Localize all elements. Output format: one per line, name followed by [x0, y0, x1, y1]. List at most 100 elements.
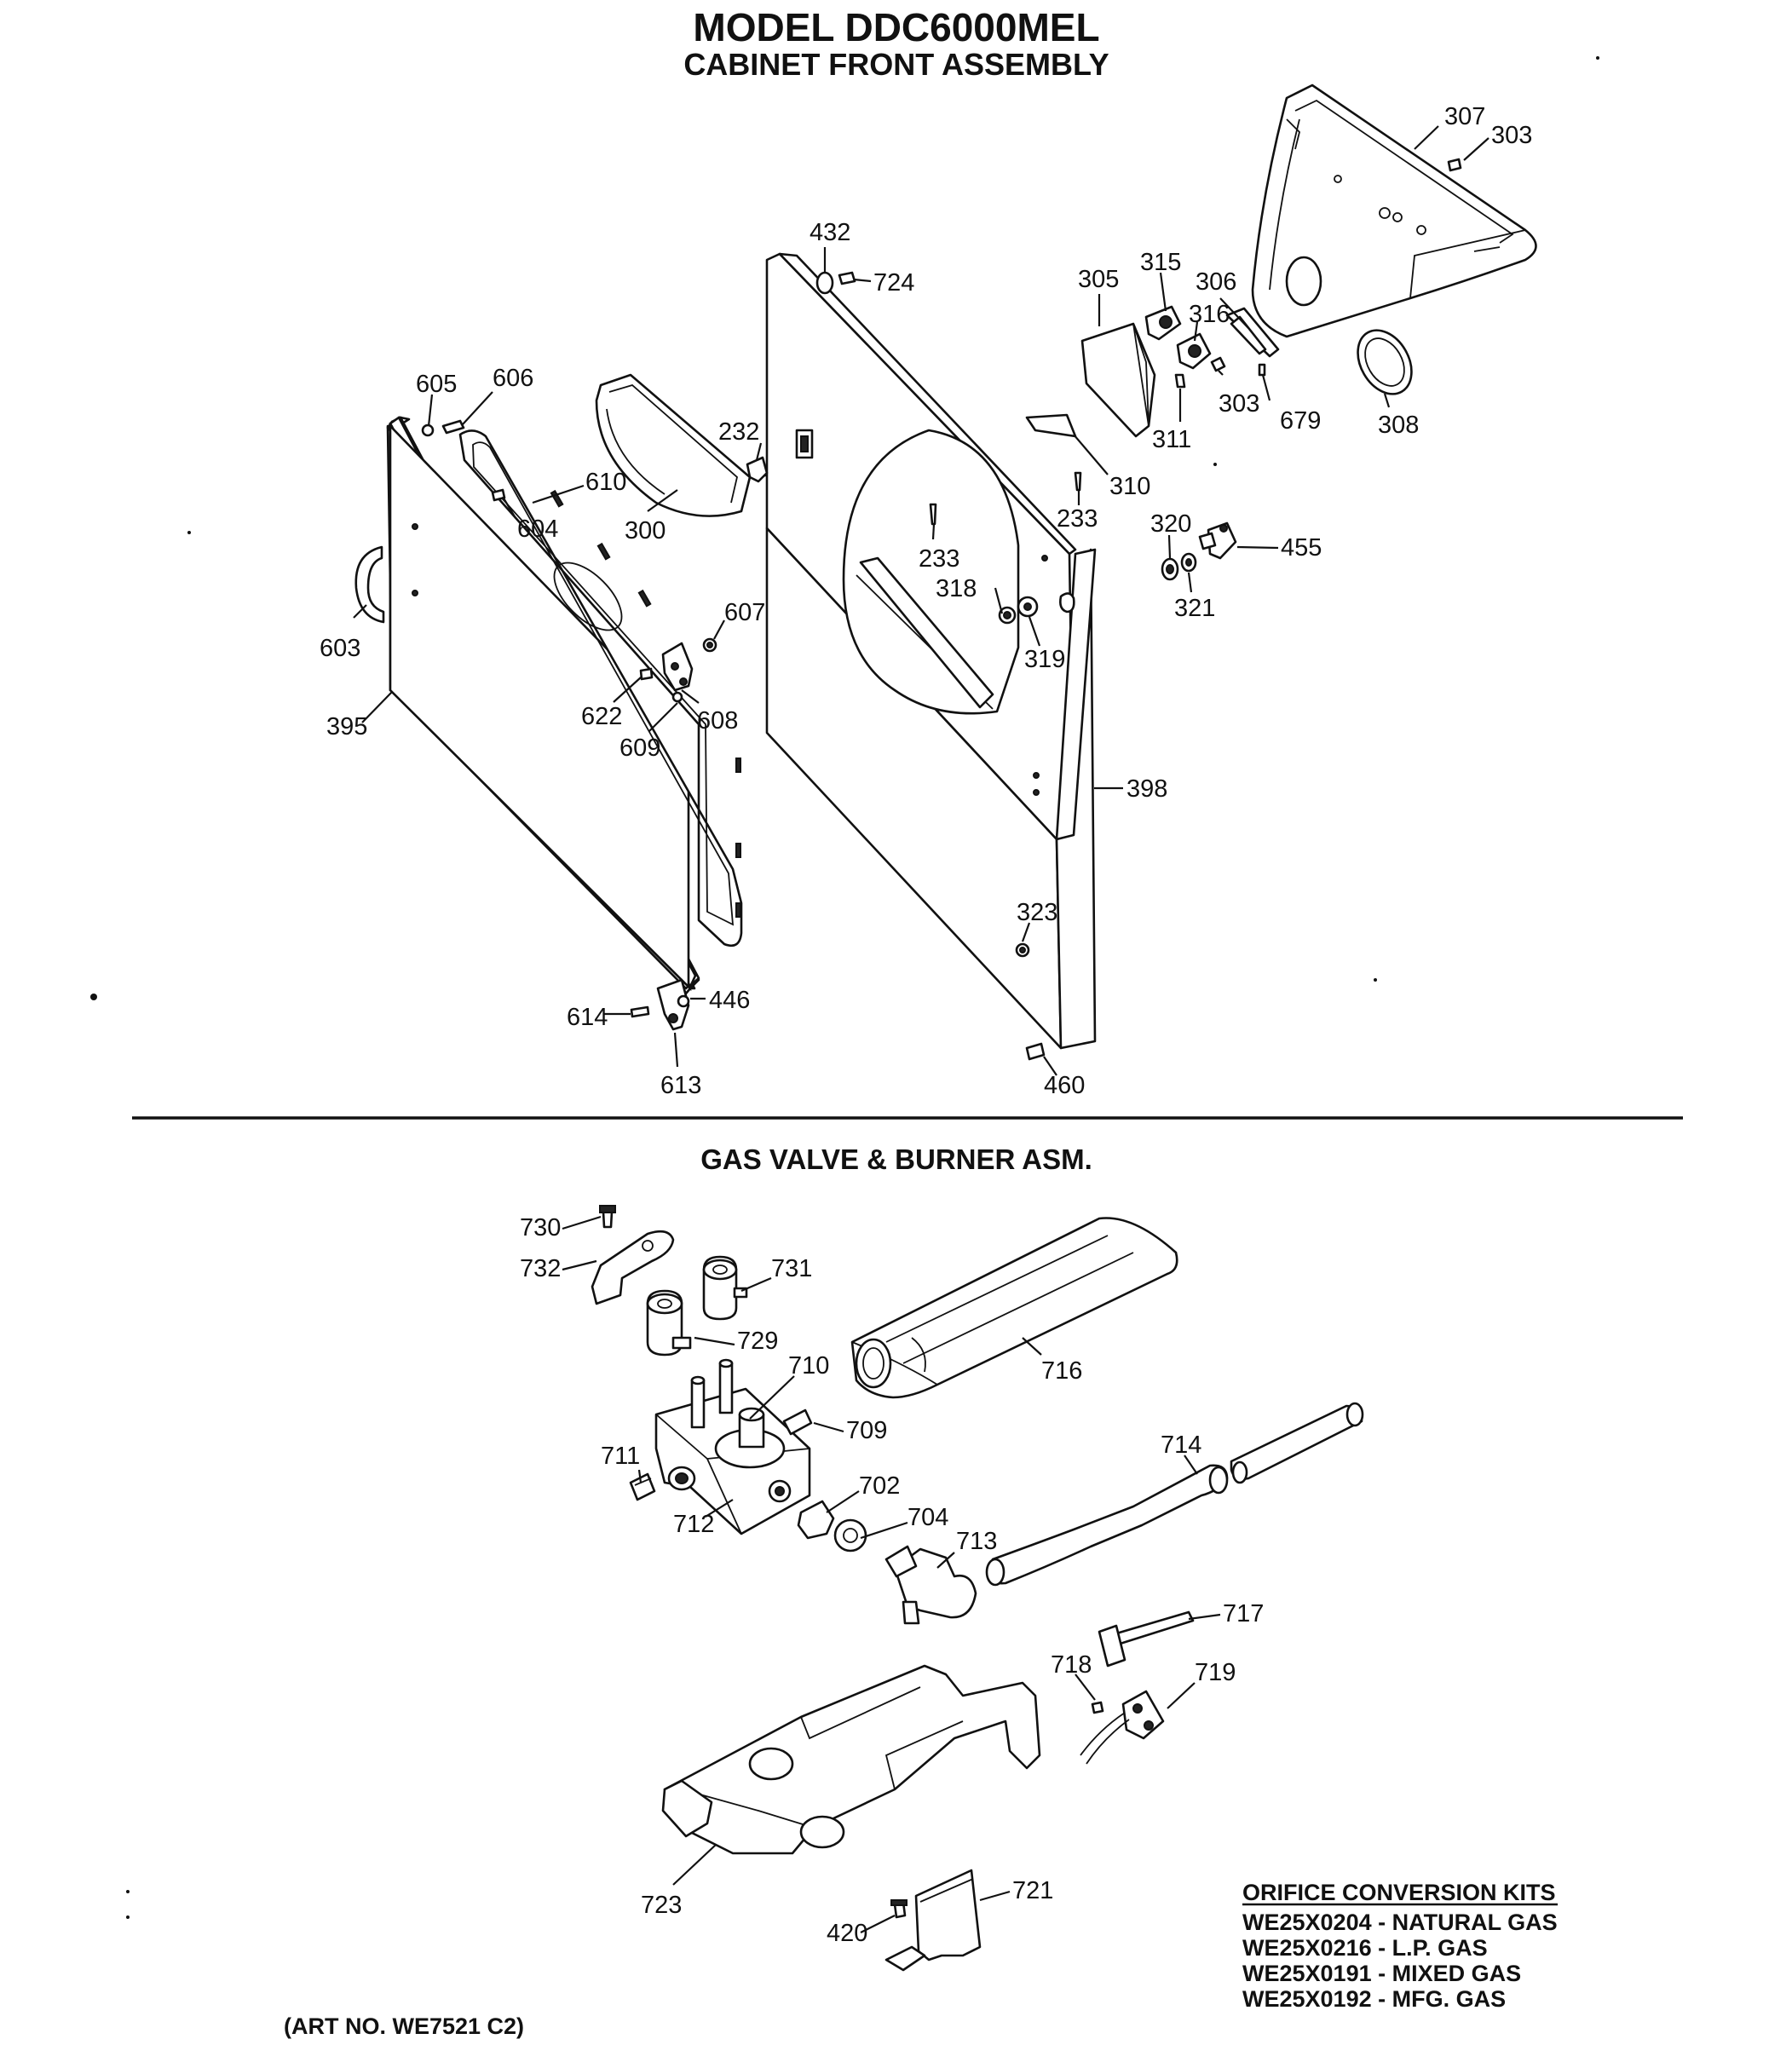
orifice-kits-heading: ORIFICE CONVERSION KITS: [1242, 1880, 1556, 1905]
hinge-613: [656, 978, 690, 1031]
orifice-kit-item: WE25X0204 - NATURAL GAS: [1242, 1910, 1558, 1935]
model-title: MODEL DDC6000MEL: [693, 5, 1099, 49]
part-311: [1174, 373, 1186, 389]
door-panel-face: [389, 416, 697, 992]
section-title-cabinet-front: CABINET FRONT ASSEMBLY: [683, 47, 1109, 82]
callout-702: 702: [859, 1472, 900, 1500]
leaders-gas: [562, 1215, 1221, 1933]
callout-460: 460: [1044, 1072, 1085, 1099]
callout-319: 319: [1024, 646, 1065, 673]
callout-420: 420: [827, 1920, 867, 1947]
fitting-709: [782, 1408, 813, 1436]
pipe-714: [985, 1464, 1229, 1587]
callout-308: 308: [1378, 412, 1419, 439]
callout-606: 606: [493, 365, 533, 392]
igniter-455: [1198, 521, 1237, 560]
callout-608: 608: [697, 707, 738, 734]
callout-232: 232: [718, 418, 759, 446]
callout-398: 398: [1126, 775, 1167, 803]
sensor-719: [1080, 1690, 1165, 1765]
callout-455: 455: [1281, 534, 1322, 562]
thermostat-316: [1176, 332, 1212, 370]
callout-614: 614: [567, 1004, 608, 1031]
seal-ring-308: [1357, 329, 1413, 395]
callout-716: 716: [1041, 1357, 1082, 1385]
callout-323: 323: [1017, 899, 1057, 926]
nut-702: [797, 1500, 835, 1540]
washers-320-321: [1161, 552, 1197, 581]
section-title-gas-valve: GAS VALVE & BURNER ASM.: [700, 1143, 1092, 1175]
callout-321: 321: [1174, 595, 1215, 622]
burner-tube-716: [850, 1217, 1178, 1399]
orifice-kit-item: WE25X0192 - MFG. GAS: [1242, 1986, 1506, 2012]
callout-710: 710: [788, 1352, 829, 1380]
callout-305: 305: [1078, 266, 1119, 293]
callout-731: 731: [771, 1255, 812, 1282]
callouts-cabinet: 307 303 432 724 305 315 306 316 303 679 …: [320, 103, 1532, 1099]
callout-300: 300: [625, 517, 666, 544]
callout-307: 307: [1444, 103, 1485, 130]
clip-310: [1025, 413, 1077, 438]
hinge-232: [746, 456, 769, 483]
callout-605: 605: [416, 371, 457, 398]
callout-310: 310: [1109, 473, 1150, 500]
bracket-305: [1080, 322, 1156, 438]
callout-446: 446: [709, 987, 750, 1014]
callout-607: 607: [724, 599, 765, 626]
screws-303-679: [1210, 158, 1462, 377]
callout-718: 718: [1051, 1651, 1092, 1679]
lint-duct-300: [595, 373, 752, 517]
callout-316: 316: [1189, 301, 1230, 328]
callouts-gas: 730 732 731 729 710 716 709 714 711 702 …: [520, 1214, 1264, 1947]
callout-233: 233: [919, 545, 959, 573]
callout-714: 714: [1161, 1432, 1201, 1459]
callout-610: 610: [585, 469, 626, 496]
callout-432: 432: [810, 219, 850, 246]
callout-311: 311: [1152, 426, 1191, 453]
art-number: (ART NO. WE7521 C2): [284, 2013, 524, 2039]
callout-721: 721: [1012, 1877, 1053, 1904]
orifice-kit-item: WE25X0191 - MIXED GAS: [1242, 1961, 1521, 1986]
bracket-732: [591, 1230, 675, 1305]
callout-704: 704: [908, 1504, 948, 1531]
thermostat-315: [1144, 305, 1182, 341]
callout-712: 712: [673, 1511, 714, 1538]
bracket-306: [1225, 307, 1280, 358]
screw-420: [890, 1899, 908, 1919]
callout-729: 729: [737, 1328, 778, 1355]
screw-718: [1091, 1701, 1104, 1714]
shield-721: [884, 1869, 982, 1972]
blower-housing-307: [1251, 84, 1537, 338]
callout-318: 318: [936, 575, 977, 602]
hinge-608: [661, 642, 694, 692]
leaders-cabinet: [353, 125, 1489, 1076]
orifice-kits-table: ORIFICE CONVERSION KITS WE25X0204 - NATU…: [1242, 1880, 1558, 2012]
callout-732: 732: [520, 1255, 561, 1282]
front-panel-398: [765, 252, 1097, 1050]
fitting-711: [629, 1472, 656, 1501]
door-handle-603: [354, 545, 385, 624]
callout-604: 604: [517, 516, 558, 543]
callout-303: 303: [1219, 390, 1259, 418]
scan-specks: [90, 56, 1599, 1919]
callout-730: 730: [520, 1214, 561, 1241]
callout-613: 613: [660, 1072, 701, 1099]
elbow-713: [884, 1545, 977, 1625]
callout-603: 603: [320, 635, 360, 662]
callout-395: 395: [326, 713, 367, 740]
bracket-717: [1098, 1610, 1195, 1668]
callout-724: 724: [873, 269, 914, 297]
pipe-714-straight: [1230, 1402, 1364, 1484]
callout-713: 713: [956, 1528, 997, 1555]
gas-valve-710: [654, 1358, 811, 1535]
callout-303: 303: [1491, 122, 1532, 149]
fasteners-front-panel: [815, 271, 1082, 1061]
burner-bracket-723: [661, 1664, 1041, 1855]
callout-711: 711: [601, 1443, 640, 1470]
callout-679: 679: [1280, 407, 1321, 435]
callout-306: 306: [1196, 268, 1236, 296]
inner-door-frame: [458, 429, 743, 948]
callout-315: 315: [1140, 249, 1181, 276]
callout-609: 609: [619, 734, 660, 762]
